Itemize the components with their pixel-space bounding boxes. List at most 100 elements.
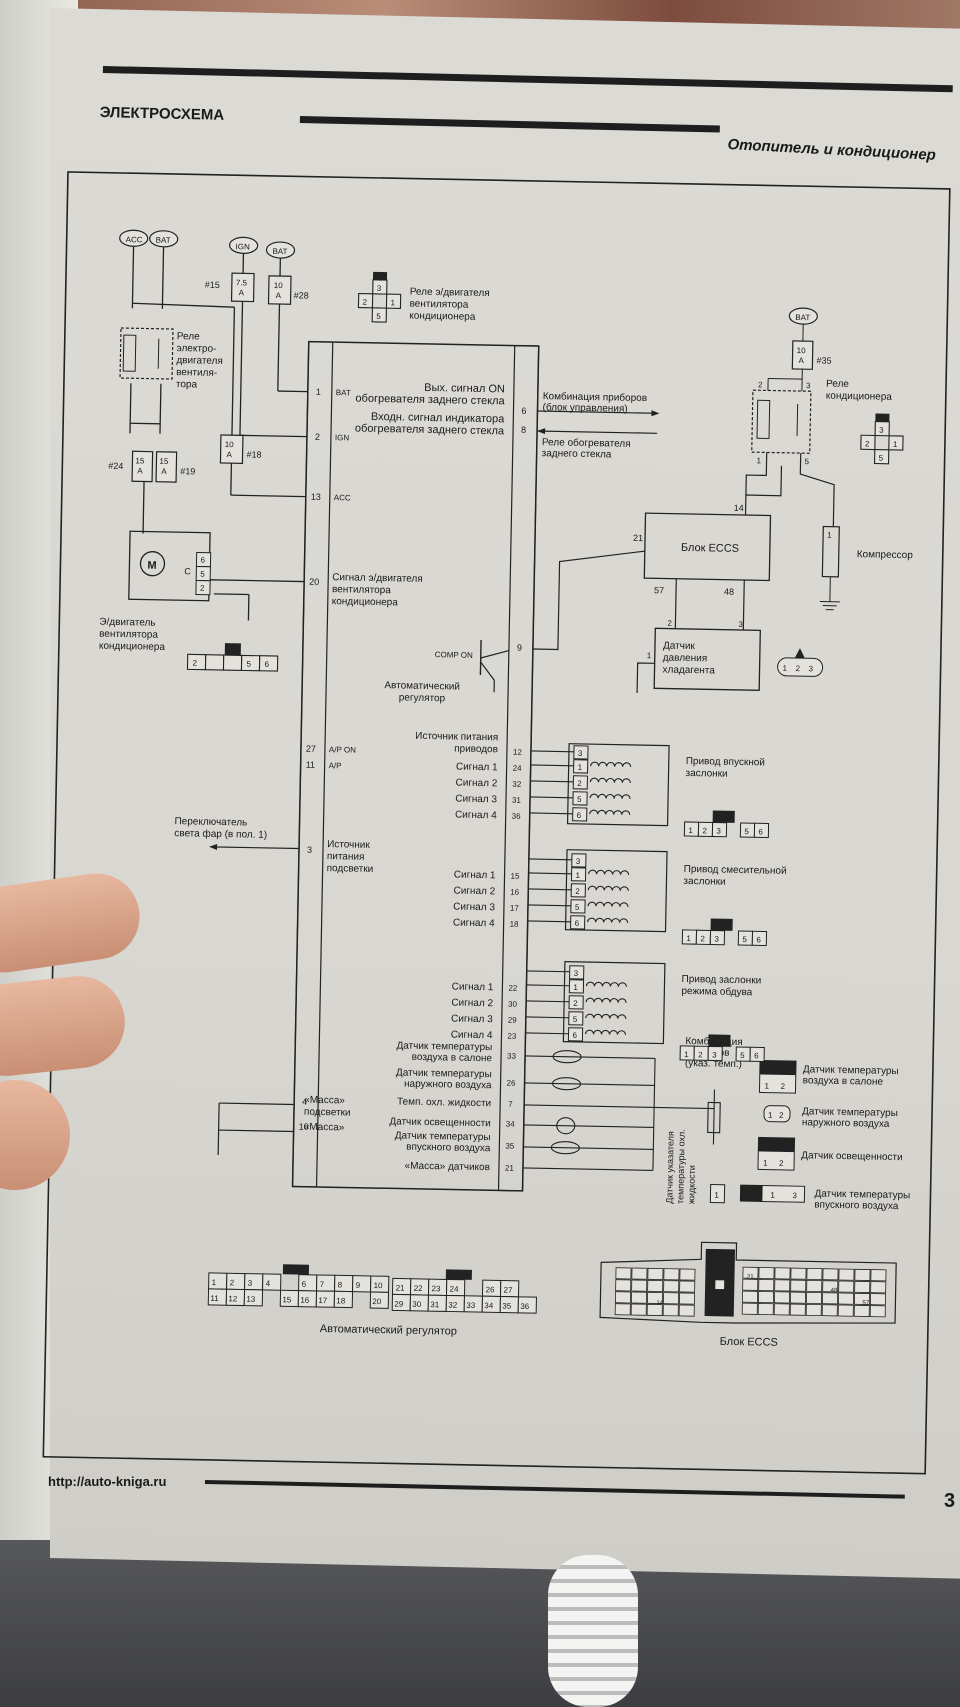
actuator-conn-pin: 5 — [744, 827, 749, 836]
comp-on-label: COMP ON — [435, 650, 473, 660]
fuse-10a-3: 10A — [796, 346, 806, 365]
svg-text:5: 5 — [804, 457, 809, 466]
ac-relay-connector — [860, 420, 904, 465]
conn-pin: 34 — [484, 1301, 494, 1310]
act1-sig1: Сигнал 1 — [456, 762, 498, 774]
conn-pin: 36 — [520, 1302, 530, 1311]
act3-sig3: Сигнал 3 — [451, 1013, 493, 1025]
svg-text:23: 23 — [507, 1032, 517, 1041]
act1-label: Привод впускнойзаслонки — [685, 756, 765, 781]
blower-relay-label: Релеэлектро-двигателявентиля-тора — [176, 331, 224, 391]
svg-text:16: 16 — [510, 888, 520, 897]
actuator-pin: 2 — [575, 887, 580, 896]
ctrl-pin-3: 3 — [307, 845, 312, 855]
svg-text:5: 5 — [246, 659, 251, 668]
conn-pin: 32 — [448, 1300, 458, 1309]
actuator-conn-pin: 1 — [688, 826, 693, 835]
act2-sig1: Сигнал 1 — [454, 870, 496, 882]
svg-text:2: 2 — [779, 1111, 784, 1120]
fuse15-label: #15 — [205, 280, 220, 290]
phone-cord — [548, 1555, 638, 1707]
actuator-conn-pin: 5 — [740, 1051, 745, 1060]
svg-text:1: 1 — [763, 1159, 768, 1168]
actuator-pin: 6 — [575, 919, 580, 928]
actuator-pin: 5 — [577, 795, 582, 804]
actuator-conn-pin: 6 — [754, 1051, 759, 1060]
eccs-pin-21: 21 — [633, 533, 643, 543]
backlight-gnd-label: «Масса»подсветки — [304, 1095, 351, 1119]
ctrl-pin-27: 27 — [306, 744, 316, 754]
svg-text:5: 5 — [200, 570, 205, 579]
svg-text:24: 24 — [513, 764, 523, 773]
eccs-label: Блок ECCS — [681, 542, 739, 555]
actuator-conn-pin: 2 — [700, 934, 705, 943]
conn-pin: 27 — [504, 1286, 514, 1295]
svg-text:1: 1 — [893, 440, 898, 449]
sensor-light: Датчик освещенности — [389, 1116, 491, 1129]
backlight-src-label: Источникпитанияподсветки — [327, 839, 374, 875]
connector-caption: Автоматический регулятор — [320, 1323, 457, 1338]
headlight-switch-label: Переключательсвета фар (в пол. 1) — [174, 816, 267, 841]
conn-pin: 33 — [466, 1301, 476, 1310]
legend-4: Датчик температурывпускного воздуха — [814, 1188, 910, 1212]
actuator-group-1: Источник питанияприводов Сигнал 1 Сигнал… — [415, 731, 765, 827]
sensor-cabin: Датчик температурывоздуха в салоне — [396, 1040, 493, 1064]
conn-pin: 24 — [450, 1285, 460, 1294]
svg-text:1: 1 — [756, 456, 761, 465]
svg-text:12: 12 — [513, 748, 523, 757]
motor-m: M — [147, 560, 156, 572]
act2-sig2: Сигнал 2 — [453, 886, 495, 898]
footer-url: http://auto-kniga.ru — [48, 1474, 167, 1489]
controller-left-pins: 1 BAT 2 IGN 13 ACC 20 27 A/P ON 11 A/P 3… — [299, 387, 357, 1132]
svg-text:2: 2 — [200, 584, 205, 593]
actuator-conn-pin: 1 — [684, 1050, 689, 1059]
act1-src: Источник питанияприводов — [415, 731, 498, 756]
act1-sig2: Сигнал 2 — [455, 778, 497, 790]
conn-pin: 30 — [412, 1300, 422, 1309]
refrigerant-label: Датчикдавленияхладагента — [662, 640, 715, 676]
eccs-block — [643, 512, 772, 582]
blower-relay — [119, 327, 174, 380]
actuator-pin: 6 — [572, 1031, 577, 1040]
ctrl-pin-11: 11 — [306, 760, 316, 770]
pin-9: 9 — [517, 643, 522, 653]
svg-text:31: 31 — [512, 796, 522, 805]
conn-pin: 2 — [230, 1278, 235, 1287]
ctrl-sig-ign: IGN — [335, 433, 350, 442]
svg-text:17: 17 — [510, 904, 520, 913]
sensor-labels: Датчик температурывоздуха в салоне Датчи… — [389, 1040, 516, 1173]
svg-text:2: 2 — [667, 619, 672, 628]
conn-pin: 20 — [372, 1297, 382, 1306]
actuator-conn-pin: 5 — [742, 935, 747, 944]
conn-pin: 10 — [374, 1281, 384, 1290]
ctrl-sig-ap: A/P — [329, 761, 342, 770]
svg-text:2: 2 — [780, 1082, 785, 1091]
svg-text:34: 34 — [506, 1120, 516, 1129]
footer-page-number: 3 — [944, 1490, 956, 1512]
svg-text:35: 35 — [505, 1142, 515, 1151]
fan-motor-label: Э/двигательвентиляторакондиционера — [99, 617, 166, 653]
conn-pin: 6 — [302, 1280, 307, 1289]
svg-text:7: 7 — [508, 1100, 513, 1109]
svg-text:2: 2 — [865, 439, 870, 448]
hand-thumb — [0, 867, 150, 1210]
actuator-pin: 5 — [573, 1015, 578, 1024]
svg-text:3: 3 — [377, 284, 382, 293]
conn-pin: 9 — [356, 1281, 361, 1290]
actuator-pin: 3 — [574, 969, 579, 978]
act3-sig4: Сигнал 4 — [451, 1029, 493, 1041]
actuator-conn-pin: 1 — [686, 934, 691, 943]
out-on-label: Вых. сигнал ONобогревателя заднего стекл… — [355, 381, 506, 408]
svg-text:3: 3 — [808, 664, 813, 673]
actuator-conn-pin: 3 — [716, 827, 721, 836]
fan-relay-label: Реле э/двигателявентиляторакондиционера — [409, 287, 490, 324]
refrigerant-sensor — [653, 627, 761, 692]
actuator-group-3: Сигнал 1 Сигнал 2 Сигнал 3 Сигнал 4 22 3… — [451, 961, 761, 1045]
actuator-conn-pin: 6 — [756, 935, 761, 944]
svg-text:1: 1 — [647, 651, 652, 660]
to-combo-label: Комбинация приборов(блок управления) — [542, 390, 647, 415]
svg-text:2: 2 — [795, 664, 800, 673]
eccs-pin-57: 57 — [654, 585, 664, 595]
ctrl-sig-ap-on: A/P ON — [329, 745, 356, 755]
svg-text:2: 2 — [758, 380, 763, 389]
